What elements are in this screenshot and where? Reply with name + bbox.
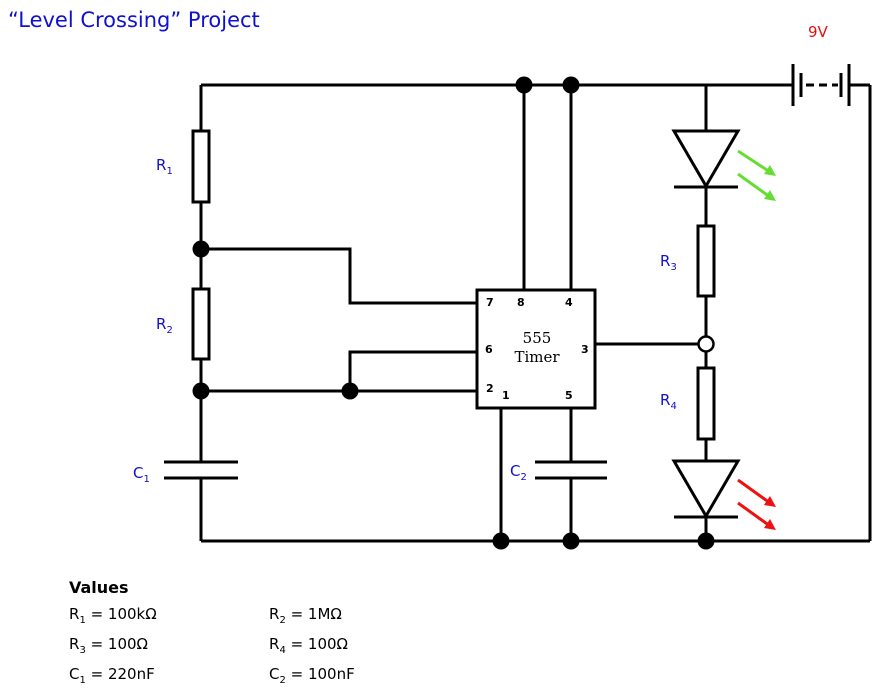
- pin6-wire: [348, 350, 477, 391]
- resistor-r1: [191, 129, 211, 204]
- led-red: [671, 459, 741, 519]
- junction-dot: [697, 532, 715, 550]
- value-c1: C1 = 220nF: [69, 665, 155, 686]
- value-c2: C2 = 100nF: [269, 665, 355, 686]
- pin-1-label: 1: [502, 389, 510, 402]
- label-r3: R3: [660, 252, 677, 273]
- timer-555-chip: [475, 288, 597, 410]
- values-row: R1 = 100kΩ R2 = 1MΩ: [69, 605, 389, 635]
- pin-8-label: 8: [517, 296, 525, 309]
- value-r1: R1 = 100kΩ: [69, 605, 157, 626]
- pin-5-label: 5: [565, 389, 573, 402]
- pin-4-label: 4: [565, 296, 573, 309]
- resistor-r3: [696, 224, 716, 298]
- label-c1: C1: [133, 464, 150, 485]
- diagram-title: “Level Crossing” Project: [8, 8, 260, 32]
- chip-subname: Timer: [514, 348, 560, 366]
- value-r2: R2 = 1MΩ: [269, 605, 342, 626]
- battery-symbol: [791, 64, 851, 106]
- value-r3: R3 = 100Ω: [69, 635, 149, 656]
- values-row: C1 = 220nF C2 = 100nF: [69, 665, 389, 695]
- junction-dot: [515, 76, 533, 94]
- value-r4: R4 = 100Ω: [269, 635, 349, 656]
- capacitor-c1: [164, 460, 238, 480]
- values-row: R3 = 100Ω R4 = 100Ω: [69, 635, 389, 665]
- output-node: [697, 335, 715, 353]
- pin7-wire: [201, 247, 477, 305]
- values-heading: Values: [69, 578, 129, 597]
- junction-dot: [341, 382, 359, 400]
- battery-voltage-label: 9V: [808, 23, 829, 41]
- label-r1: R1: [156, 156, 173, 177]
- red-light-arrows: [737, 478, 776, 530]
- chip-name: 555: [523, 329, 552, 347]
- capacitor-c2: [535, 460, 607, 480]
- pin-6-label: 6: [485, 343, 493, 356]
- junction-dot: [562, 76, 580, 94]
- junction-dot: [492, 532, 510, 550]
- pin-3-label: 3: [581, 343, 589, 356]
- values-table: Values R1 = 100kΩ R2 = 1MΩ R3 = 100Ω R4 …: [69, 578, 389, 695]
- label-c2: C2: [510, 462, 527, 483]
- label-r4: R4: [660, 391, 677, 412]
- pin-7-label: 7: [486, 296, 494, 309]
- resistor-r2: [191, 287, 211, 361]
- led-green: [671, 129, 741, 189]
- junction-dot: [562, 532, 580, 550]
- resistor-r4: [696, 366, 716, 441]
- junction-dot: [192, 382, 210, 400]
- pin-2-label: 2: [486, 382, 494, 395]
- junction-dot: [192, 240, 210, 258]
- label-r2: R2: [156, 315, 173, 336]
- green-light-arrows: [737, 149, 776, 201]
